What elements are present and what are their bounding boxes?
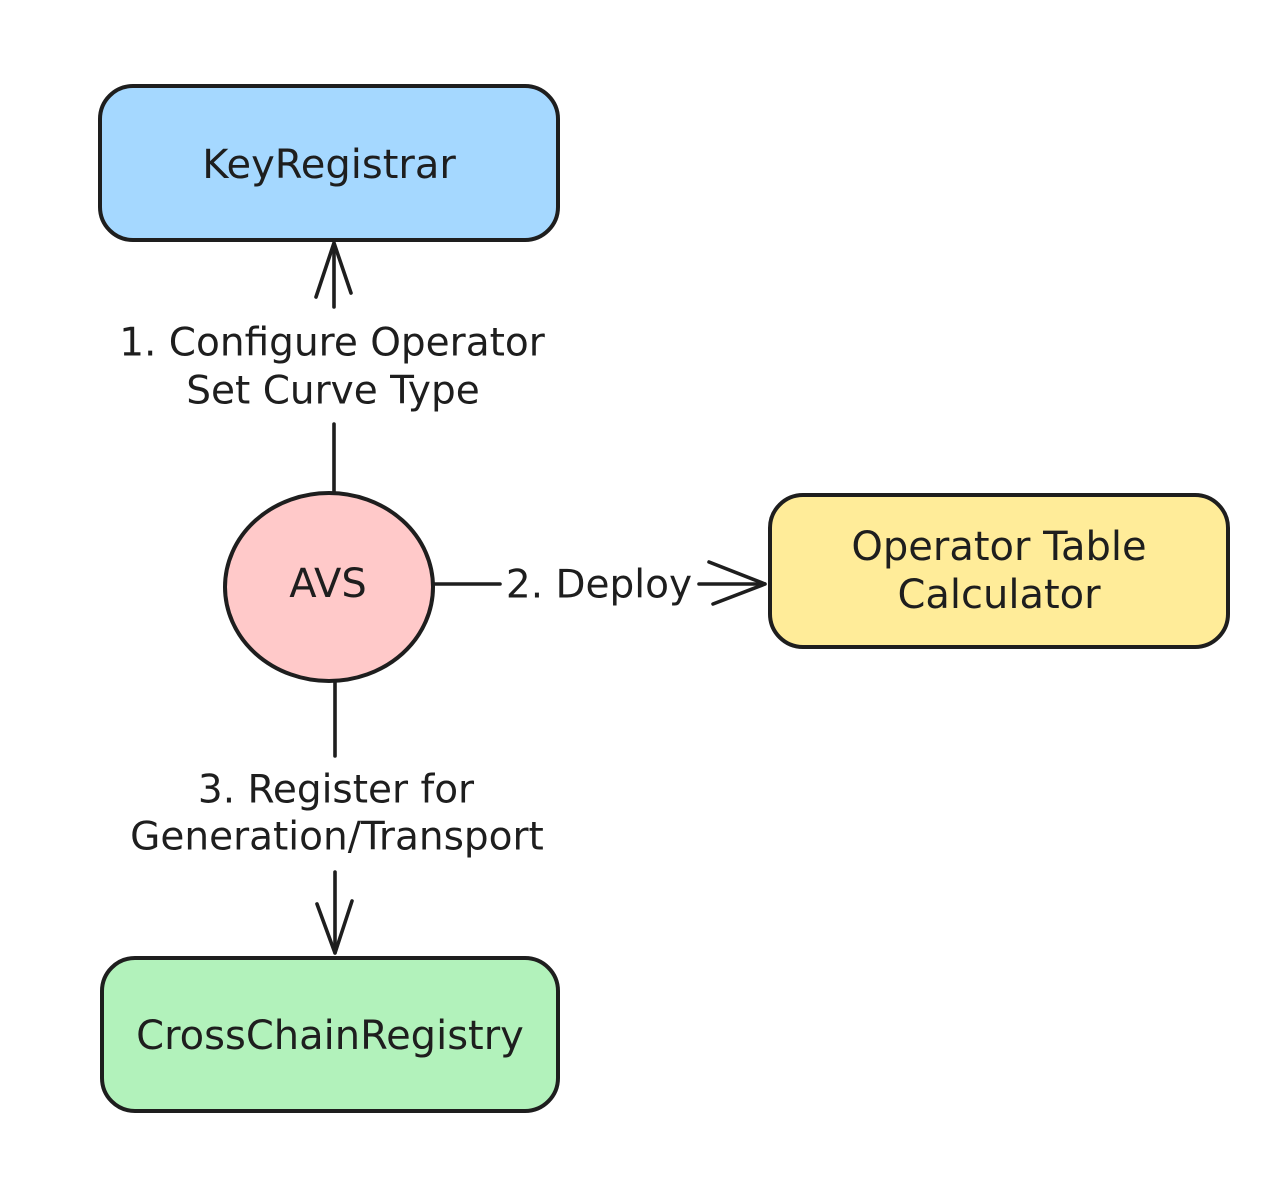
edge-step3-label-line1: 3. Register for	[198, 768, 475, 813]
arrowhead-right-icon	[707, 560, 767, 606]
key-registrar-label: KeyRegistrar	[202, 142, 456, 188]
cross-chain-registry-label: CrossChainRegistry	[136, 1013, 524, 1059]
operator-table-calculator-box	[768, 493, 1230, 649]
edge-configure-operator-set-curve-type	[314, 241, 353, 494]
edge-step2-label: 2. Deploy	[506, 563, 692, 608]
edge-step3-label-line2: Generation/Transport	[130, 815, 544, 860]
edge-labels: 1. Configure Operator Set Curve Type 2. …	[119, 321, 692, 860]
node-avs: AVS	[223, 491, 435, 683]
edge-step1-label-line1: 1. Configure Operator	[119, 321, 546, 366]
operator-table-calculator-label-line1: Operator Table	[851, 524, 1146, 570]
avs-circle	[223, 491, 435, 683]
edge-register-generation-transport	[315, 679, 354, 955]
arrowhead-up-icon	[314, 241, 353, 299]
arrowhead-down-icon	[315, 899, 354, 955]
avs-label: AVS	[289, 561, 367, 607]
node-cross-chain-registry: CrossChainRegistry	[100, 956, 560, 1113]
key-registrar-box	[98, 84, 560, 242]
node-operator-table-calculator: Operator Table Calculator	[768, 493, 1230, 649]
edge-deploy	[431, 560, 767, 606]
cross-chain-registry-box	[100, 956, 560, 1113]
edge-step1-label-line2: Set Curve Type	[186, 369, 479, 414]
node-key-registrar: KeyRegistrar	[98, 84, 560, 242]
operator-table-calculator-label-line2: Calculator	[897, 572, 1101, 618]
